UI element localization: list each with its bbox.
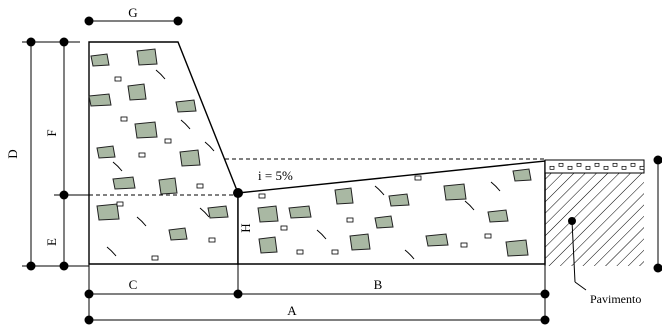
aggregate-stone bbox=[112, 176, 136, 190]
pavement-pebble bbox=[603, 165, 609, 170]
aggregate-stone bbox=[288, 205, 312, 219]
aggregate-stone bbox=[258, 236, 278, 254]
aggregate-stone bbox=[96, 145, 116, 159]
aggregate-specks bbox=[106, 69, 645, 261]
aggregate-speck bbox=[484, 233, 492, 239]
aggregate-stone bbox=[168, 227, 188, 241]
aggregate-speck bbox=[280, 225, 288, 231]
pavement-pebble bbox=[585, 165, 591, 170]
aggregate-stone bbox=[374, 215, 394, 229]
aggregate-crack bbox=[155, 69, 166, 80]
aggregate-speck bbox=[460, 242, 468, 248]
aggregate-stones bbox=[88, 48, 532, 257]
pavement-block bbox=[544, 159, 645, 266]
aggregate-stone bbox=[136, 48, 158, 66]
aggregate-stone bbox=[134, 121, 158, 139]
label-F: F bbox=[44, 129, 59, 136]
aggregate-speck bbox=[116, 201, 124, 207]
aggregate-speck bbox=[151, 255, 159, 261]
aggregate-stone bbox=[88, 93, 112, 107]
aggregate-speck bbox=[120, 116, 128, 122]
label-B: B bbox=[374, 277, 383, 292]
label-pavement: Pavimento bbox=[590, 292, 641, 306]
pavement-pebble bbox=[630, 162, 636, 167]
dimension-dots bbox=[26, 16, 662, 325]
aggregate-speck bbox=[164, 138, 172, 144]
aggregate-crack bbox=[112, 161, 123, 172]
aggregate-crack bbox=[316, 229, 327, 240]
aggregate-speck bbox=[331, 249, 339, 255]
aggregate-speck bbox=[138, 152, 146, 158]
aggregate-stone bbox=[487, 209, 509, 223]
pavement-pebble bbox=[558, 162, 564, 167]
aggregate-speck bbox=[208, 237, 216, 243]
aggregate-stone bbox=[257, 205, 279, 223]
pavement-hatch-area bbox=[545, 173, 644, 266]
aggregate-crack bbox=[204, 141, 215, 152]
aggregate-crack bbox=[106, 246, 117, 257]
label-C: C bbox=[129, 277, 138, 292]
aggregate-stone bbox=[388, 193, 410, 207]
aggregate-speck bbox=[196, 183, 204, 189]
aggregate-stone bbox=[127, 83, 147, 101]
label-E: E bbox=[44, 238, 59, 246]
label-G: G bbox=[128, 5, 137, 20]
aggregate-crack bbox=[180, 119, 191, 130]
aggregate-stone bbox=[425, 233, 449, 247]
pavement-pebble bbox=[594, 162, 600, 167]
aggregate-crack bbox=[490, 181, 501, 192]
aggregate-stone bbox=[175, 99, 197, 113]
aggregate-speck bbox=[296, 249, 304, 255]
aggregate-stone bbox=[179, 149, 201, 167]
aggregate-stone bbox=[505, 239, 529, 257]
aggregate-crack bbox=[404, 249, 415, 260]
aggregate-speck bbox=[414, 175, 422, 181]
aggregate-crack bbox=[464, 200, 475, 211]
aggregate-crack bbox=[199, 207, 210, 218]
aggregate-stone bbox=[158, 177, 178, 195]
pavement-pebble bbox=[621, 165, 627, 170]
aggregate-stone bbox=[334, 187, 354, 205]
aggregate-stone bbox=[349, 233, 371, 251]
aggregate-crack bbox=[136, 216, 147, 227]
pavement-pebble bbox=[576, 162, 582, 167]
label-D: D bbox=[5, 149, 20, 158]
label-H: H bbox=[238, 223, 253, 232]
pavement-pebble bbox=[567, 165, 573, 170]
aggregate-stone bbox=[90, 53, 110, 67]
pavement-pebble bbox=[549, 165, 555, 170]
label-A: A bbox=[287, 303, 297, 318]
label-slope: i = 5% bbox=[258, 168, 293, 183]
aggregate-stone bbox=[96, 203, 120, 221]
aggregate-stone bbox=[443, 183, 467, 201]
aggregate-speck bbox=[114, 76, 122, 82]
pavement-pebble bbox=[612, 162, 618, 167]
aggregate-speck bbox=[258, 193, 266, 199]
aggregate-speck bbox=[346, 217, 354, 223]
aggregate-crack bbox=[374, 185, 385, 196]
wall-body bbox=[88, 41, 546, 265]
aggregate-stone bbox=[207, 205, 229, 219]
aggregate-stone bbox=[512, 168, 532, 182]
pavement-pebble bbox=[639, 165, 645, 170]
